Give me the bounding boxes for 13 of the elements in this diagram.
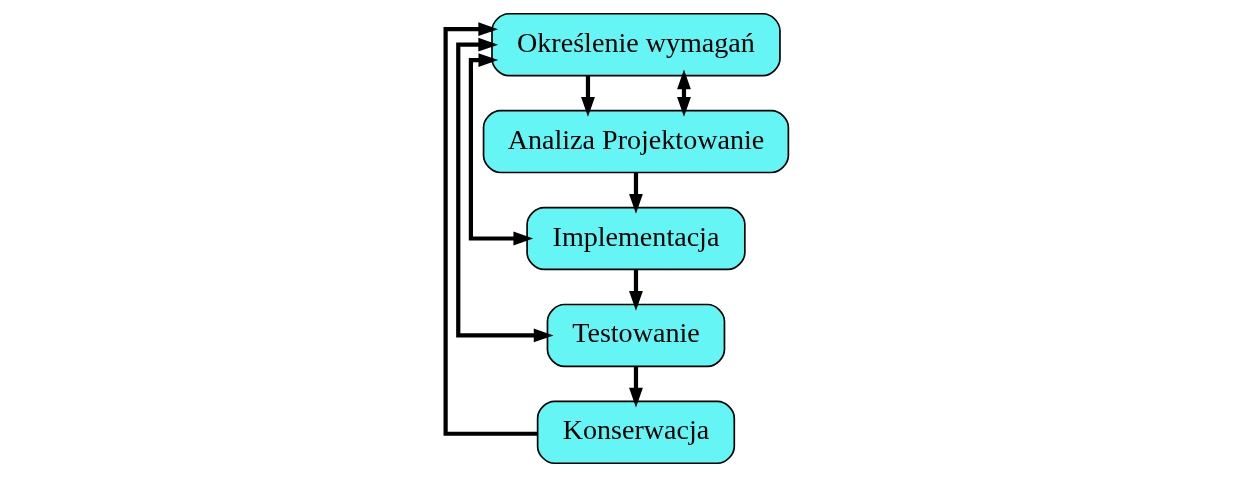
arrow [676, 69, 691, 117]
node-box: Implementacja [525, 206, 746, 271]
node-box: Testowanie [546, 303, 725, 368]
node-box: Analiza Projektowanie [482, 109, 789, 174]
arrow [443, 22, 537, 436]
arrow [628, 366, 643, 408]
arrow [468, 53, 533, 246]
arrow [628, 269, 643, 311]
arrow [628, 172, 643, 214]
node-box: Określenie wymagań [490, 12, 781, 77]
arrow [455, 37, 553, 343]
node-box: Konserwacja [536, 400, 735, 465]
arrow [580, 75, 595, 117]
